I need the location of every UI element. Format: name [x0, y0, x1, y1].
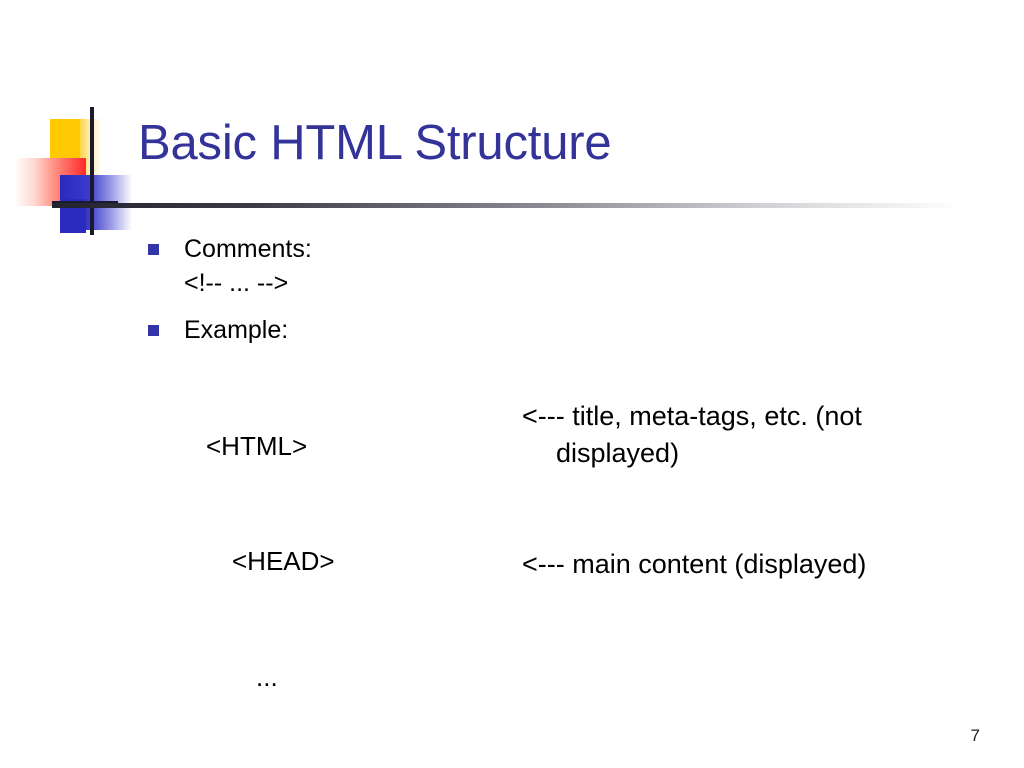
- code-line: ...: [256, 661, 278, 692]
- bullet-label: Comments:: [184, 235, 312, 263]
- title-divider: [52, 203, 962, 208]
- code-sample: <HTML> <HEAD> ... </HEAD> <BODY> .... </…: [184, 350, 343, 768]
- annotation-body: <--- main content (displayed): [522, 549, 867, 579]
- list-item: Comments:: [148, 233, 528, 267]
- decorative-logo-graphic: [0, 95, 200, 245]
- bullet-list: Comments: <!-- ... --> Example:: [148, 233, 528, 348]
- code-line: <HTML>: [206, 430, 308, 461]
- vertical-line-icon: [90, 107, 94, 235]
- code-line: <HEAD>: [232, 546, 335, 577]
- page-number: 7: [970, 726, 980, 745]
- bullet-sub-text: <!-- ... -->: [184, 268, 289, 297]
- bullet-label: Example:: [184, 316, 289, 344]
- slide-title: Basic HTML Structure: [138, 116, 612, 170]
- bullet-square-icon: [148, 244, 159, 255]
- bullet-square-icon: [148, 325, 159, 336]
- annotation-head: <--- title, meta-tags, etc. (not display…: [522, 401, 862, 468]
- list-item: Example:: [148, 314, 528, 348]
